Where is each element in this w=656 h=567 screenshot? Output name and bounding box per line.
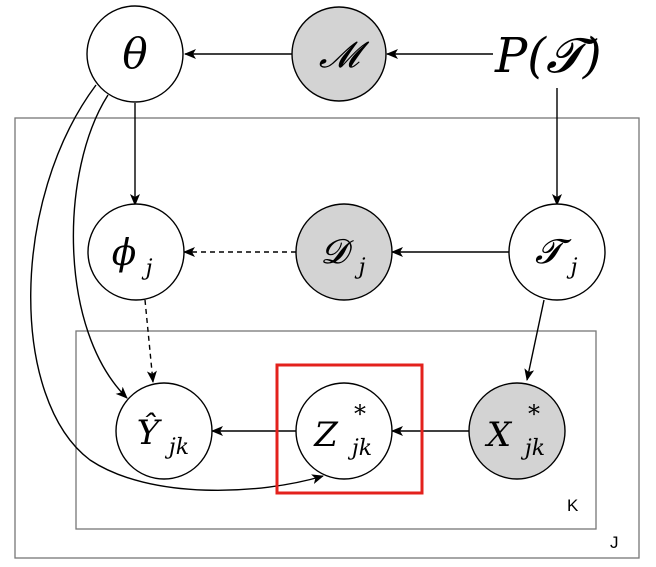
- node-phi-label: ϕ: [112, 233, 137, 274]
- plate-outer-label: J: [610, 533, 619, 552]
- node-Yhat: Ŷ jk: [115, 382, 213, 480]
- node-T: 𝓣 j: [508, 203, 606, 301]
- node-PT-label: P(𝓣): [494, 28, 602, 84]
- node-theta-label: θ: [122, 29, 147, 78]
- node-X-subscript: jk: [520, 436, 545, 461]
- node-Z-superscript: *: [354, 400, 366, 428]
- node-theta: θ: [86, 5, 184, 103]
- node-X-label: X: [484, 415, 513, 455]
- highlight-box: [275, 363, 424, 495]
- edge-theta-Yhat: [72, 94, 128, 399]
- node-X-superscript: *: [528, 400, 540, 428]
- plate-outer: [14, 117, 640, 559]
- plate-inner: [75, 330, 597, 530]
- node-Z-subscript: jk: [347, 436, 372, 461]
- node-D: 𝓓 j: [295, 203, 393, 301]
- edge-phi-Yhat: [144, 299, 157, 383]
- node-PT: P(𝓣): [494, 28, 602, 84]
- node-Z: Z * jk: [295, 382, 393, 480]
- node-Yhat-subscript: jk: [164, 435, 189, 460]
- edge-theta-Z: [30, 84, 324, 492]
- edge-T-X: [524, 299, 545, 381]
- plate-inner-label: K: [567, 496, 579, 515]
- node-phi: ϕ j: [87, 203, 185, 301]
- node-Yhat-label: Ŷ: [137, 412, 163, 453]
- node-M: 𝓜: [291, 6, 387, 102]
- node-X: X * jk: [468, 382, 566, 480]
- node-Z-label: Z: [313, 415, 339, 455]
